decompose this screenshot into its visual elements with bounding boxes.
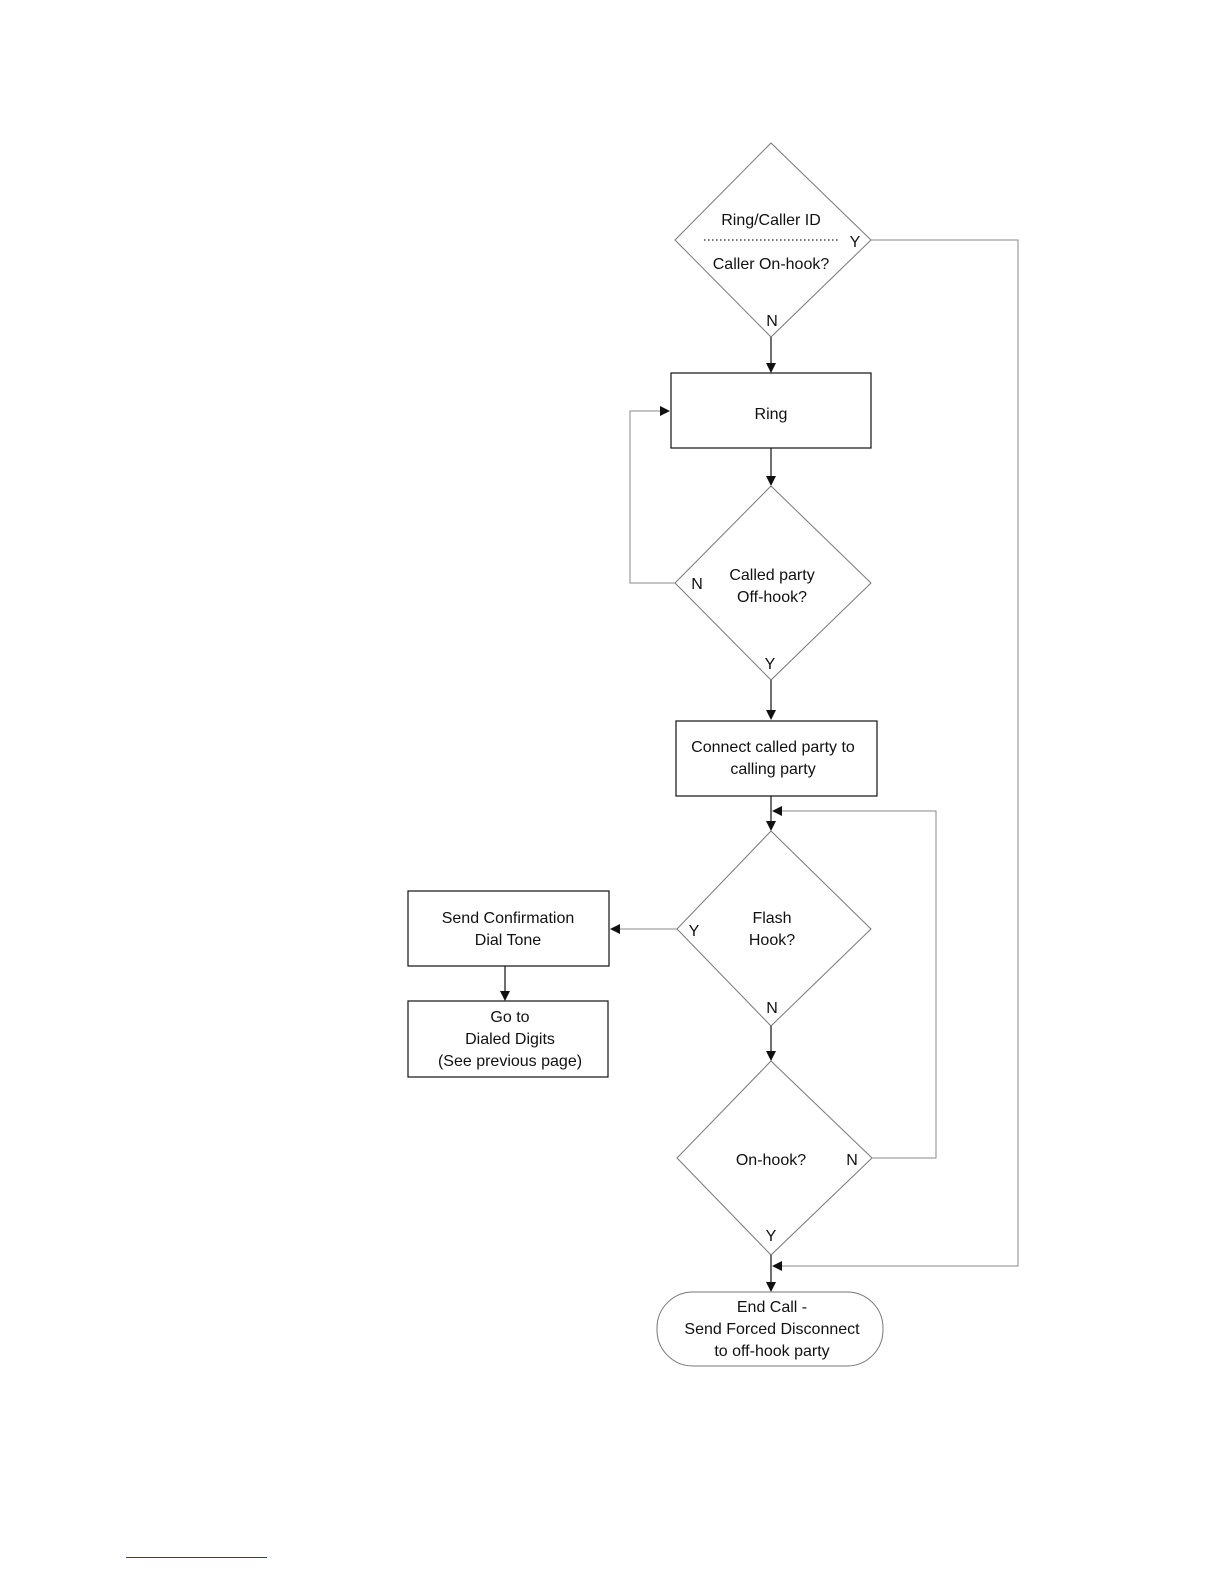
process-ring: Ring bbox=[671, 373, 871, 448]
arrowhead-into-end-call-side bbox=[772, 1261, 782, 1271]
terminal-end-call-line2: Send Forced Disconnect bbox=[684, 1321, 860, 1338]
decision-caller-on-hook-title: Ring/Caller ID bbox=[721, 212, 821, 229]
process-goto-line2: Dialed Digits bbox=[465, 1031, 555, 1048]
decision-on-hook: On-hook? N Y bbox=[677, 1061, 872, 1255]
process-ring-label: Ring bbox=[755, 406, 788, 423]
terminal-end-call-line3: to off-hook party bbox=[714, 1343, 829, 1360]
decision-caller-on-hook: Ring/Caller ID Caller On-hook? Y N bbox=[675, 143, 871, 337]
process-goto-line3: (See previous page) bbox=[438, 1053, 582, 1070]
decision-caller-on-hook-yes-label: Y bbox=[850, 234, 861, 251]
decision-flash-hook-no-label: N bbox=[766, 1000, 778, 1017]
footnote-rule bbox=[126, 1557, 267, 1558]
decision-flash-hook-line2: Hook? bbox=[749, 932, 795, 949]
arrowhead-into-ring bbox=[766, 363, 776, 373]
process-connect-line2: calling party bbox=[730, 761, 815, 778]
process-send-confirmation-box bbox=[408, 891, 609, 966]
decision-flash-hook-yes-label: Y bbox=[689, 923, 700, 940]
decision-called-party-yes-label: Y bbox=[765, 656, 776, 673]
decision-caller-on-hook-no-label: N bbox=[766, 313, 778, 330]
process-send-confirmation-line1: Send Confirmation bbox=[442, 910, 575, 927]
decision-flash-hook-line1: Flash bbox=[752, 910, 791, 927]
terminal-end-call: End Call - Send Forced Disconnect to off… bbox=[657, 1292, 883, 1366]
process-connect: Connect called party to calling party bbox=[676, 721, 877, 796]
decision-flash-hook-diamond bbox=[677, 831, 871, 1026]
decision-on-hook-label: On-hook? bbox=[736, 1152, 806, 1169]
arrowhead-into-connect bbox=[766, 710, 776, 720]
arrowhead-into-goto bbox=[500, 991, 510, 1001]
arrowhead-into-on-hook bbox=[766, 1051, 776, 1061]
arrowhead-into-end-call bbox=[766, 1282, 776, 1292]
arrowhead-into-send-confirmation bbox=[610, 924, 620, 934]
process-goto-line1: Go to bbox=[490, 1009, 529, 1026]
decision-caller-on-hook-question: Caller On-hook? bbox=[713, 256, 830, 273]
process-connect-box bbox=[676, 721, 877, 796]
arrowhead-loop-into-ring bbox=[660, 406, 670, 416]
decision-flash-hook: Flash Hook? Y N bbox=[677, 831, 871, 1026]
process-connect-line1: Connect called party to bbox=[691, 739, 855, 756]
decision-called-party-off-hook: Called party Off-hook? N Y bbox=[675, 486, 871, 680]
process-goto-dialed-digits: Go to Dialed Digits (See previous page) bbox=[408, 1001, 608, 1077]
terminal-end-call-line1: End Call - bbox=[737, 1299, 807, 1316]
decision-called-party-line2: Off-hook? bbox=[737, 589, 807, 606]
connector-called-party-no-loop bbox=[630, 411, 675, 583]
decision-on-hook-no-label: N bbox=[846, 1152, 858, 1169]
process-send-confirmation: Send Confirmation Dial Tone bbox=[408, 891, 609, 966]
arrowhead-loop-into-flash-hook bbox=[772, 806, 782, 816]
arrowhead-into-flash-hook bbox=[766, 821, 776, 831]
decision-on-hook-yes-label: Y bbox=[766, 1228, 777, 1245]
decision-called-party-no-label: N bbox=[691, 576, 703, 593]
process-send-confirmation-line2: Dial Tone bbox=[475, 932, 542, 949]
decision-called-party-line1: Called party bbox=[729, 567, 814, 584]
arrowhead-into-called-party bbox=[766, 476, 776, 486]
